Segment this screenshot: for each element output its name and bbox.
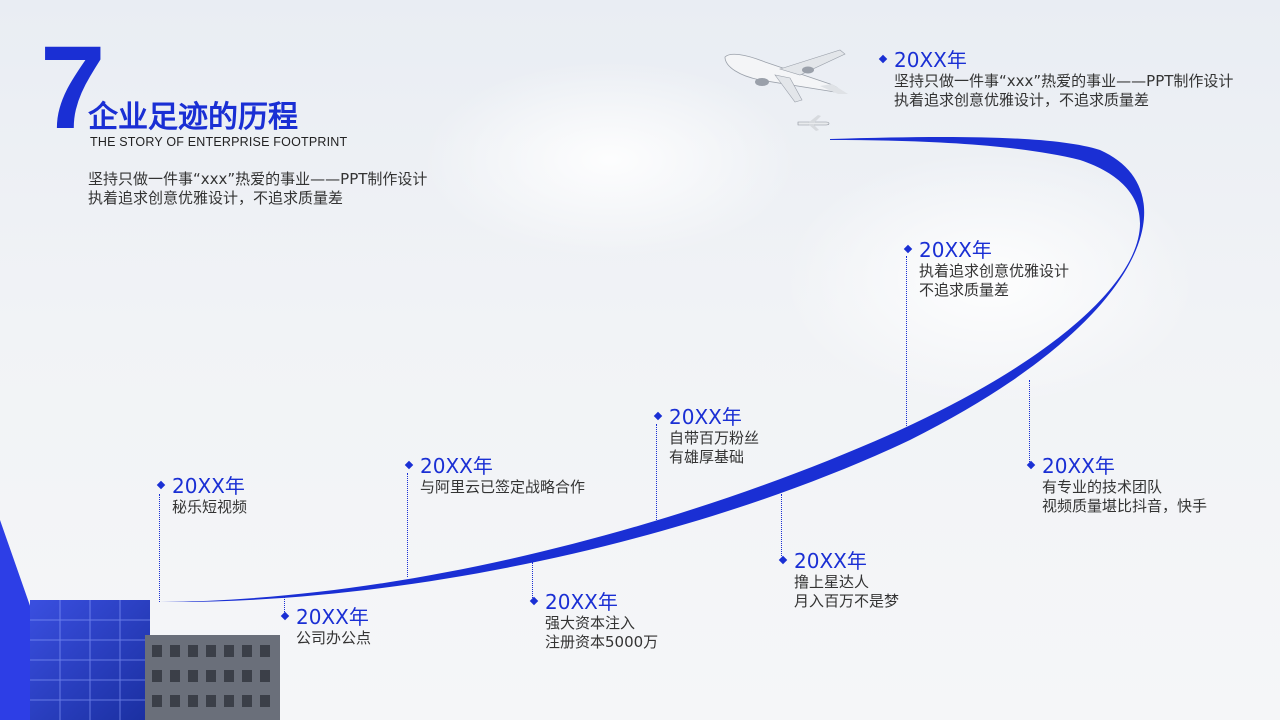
milestone: 20XX年 自带百万粉丝 有雄厚基础 bbox=[653, 405, 760, 467]
milestone-desc: 秘乐短视频 bbox=[172, 498, 248, 516]
milestone-desc: 公司办公点 bbox=[296, 629, 372, 647]
airplane-icon bbox=[724, 49, 848, 103]
intro-text: 坚持只做一件事“xxx”热爱的事业——PPT制作设计 执着追求创意优雅设计，不追… bbox=[88, 170, 488, 208]
connector-line bbox=[656, 424, 657, 522]
section-number: 7 bbox=[40, 22, 106, 154]
milestone-desc: 有雄厚基础 bbox=[669, 448, 745, 466]
connector-line bbox=[532, 562, 533, 598]
connector-line bbox=[1029, 380, 1030, 464]
milestone-desc: 有专业的技术团队 bbox=[1042, 478, 1163, 496]
connector-line bbox=[284, 596, 285, 614]
milestone-desc: 执着追求创意优雅设计 bbox=[919, 262, 1070, 280]
connector-line bbox=[781, 494, 782, 556]
milestone-year: 20XX年 bbox=[172, 474, 245, 498]
intro-line: 执着追求创意优雅设计，不追求质量差 bbox=[88, 189, 344, 207]
milestone-year: 20XX年 bbox=[894, 48, 967, 72]
milestone-desc: 撸上星达人 bbox=[794, 573, 870, 591]
milestone-year: 20XX年 bbox=[545, 590, 618, 614]
page-title: 企业足迹的历程 bbox=[88, 100, 298, 135]
milestone: 20XX年 秘乐短视频 bbox=[156, 474, 248, 517]
connector-line bbox=[407, 473, 408, 577]
milestone-desc: 坚持只做一件事“xxx”热爱的事业——PPT制作设计 bbox=[894, 72, 1234, 90]
building-image bbox=[0, 520, 280, 720]
milestone-desc: 不追求质量差 bbox=[919, 281, 1010, 299]
milestone-desc: 与阿里云已签定战略合作 bbox=[420, 478, 586, 496]
milestone: 20XX年 强大资本注入 注册资本5000万 bbox=[529, 590, 659, 652]
milestone-year: 20XX年 bbox=[794, 549, 867, 573]
milestone: 20XX年 执着追求创意优雅设计 不追求质量差 bbox=[903, 238, 1070, 300]
milestone: 20XX年 坚持只做一件事“xxx”热爱的事业——PPT制作设计 执着追求创意优… bbox=[878, 48, 1264, 110]
milestone-desc: 执着追求创意优雅设计，不追求质量差 bbox=[894, 91, 1150, 109]
milestone-desc: 视频质量堪比抖音，快手 bbox=[1042, 497, 1208, 515]
milestone: 20XX年 撸上星达人 月入百万不是梦 bbox=[778, 549, 900, 611]
milestone-year: 20XX年 bbox=[1042, 454, 1115, 478]
milestone: 20XX年 与阿里云已签定战略合作 bbox=[404, 454, 586, 497]
milestone-desc: 注册资本5000万 bbox=[545, 633, 659, 651]
milestone-desc: 强大资本注入 bbox=[545, 614, 636, 632]
connector-line bbox=[159, 494, 160, 602]
cloud-decoration bbox=[780, 150, 1200, 410]
milestone: 20XX年 公司办公点 bbox=[280, 605, 372, 648]
connector-line bbox=[906, 256, 907, 432]
intro-line: 坚持只做一件事“xxx”热爱的事业——PPT制作设计 bbox=[88, 170, 428, 188]
cloud-decoration bbox=[420, 60, 800, 260]
milestone: 20XX年 有专业的技术团队 视频质量堪比抖音，快手 bbox=[1026, 454, 1208, 516]
milestone-year: 20XX年 bbox=[919, 238, 992, 262]
milestone-desc: 月入百万不是梦 bbox=[794, 592, 900, 610]
milestone-desc: 自带百万粉丝 bbox=[669, 429, 760, 447]
milestone-year: 20XX年 bbox=[669, 405, 742, 429]
airplane-icon bbox=[797, 115, 830, 131]
milestone-year: 20XX年 bbox=[296, 605, 369, 629]
milestone-year: 20XX年 bbox=[420, 454, 493, 478]
page-subtitle: THE STORY OF ENTERPRISE FOOTPRINT bbox=[90, 135, 348, 149]
